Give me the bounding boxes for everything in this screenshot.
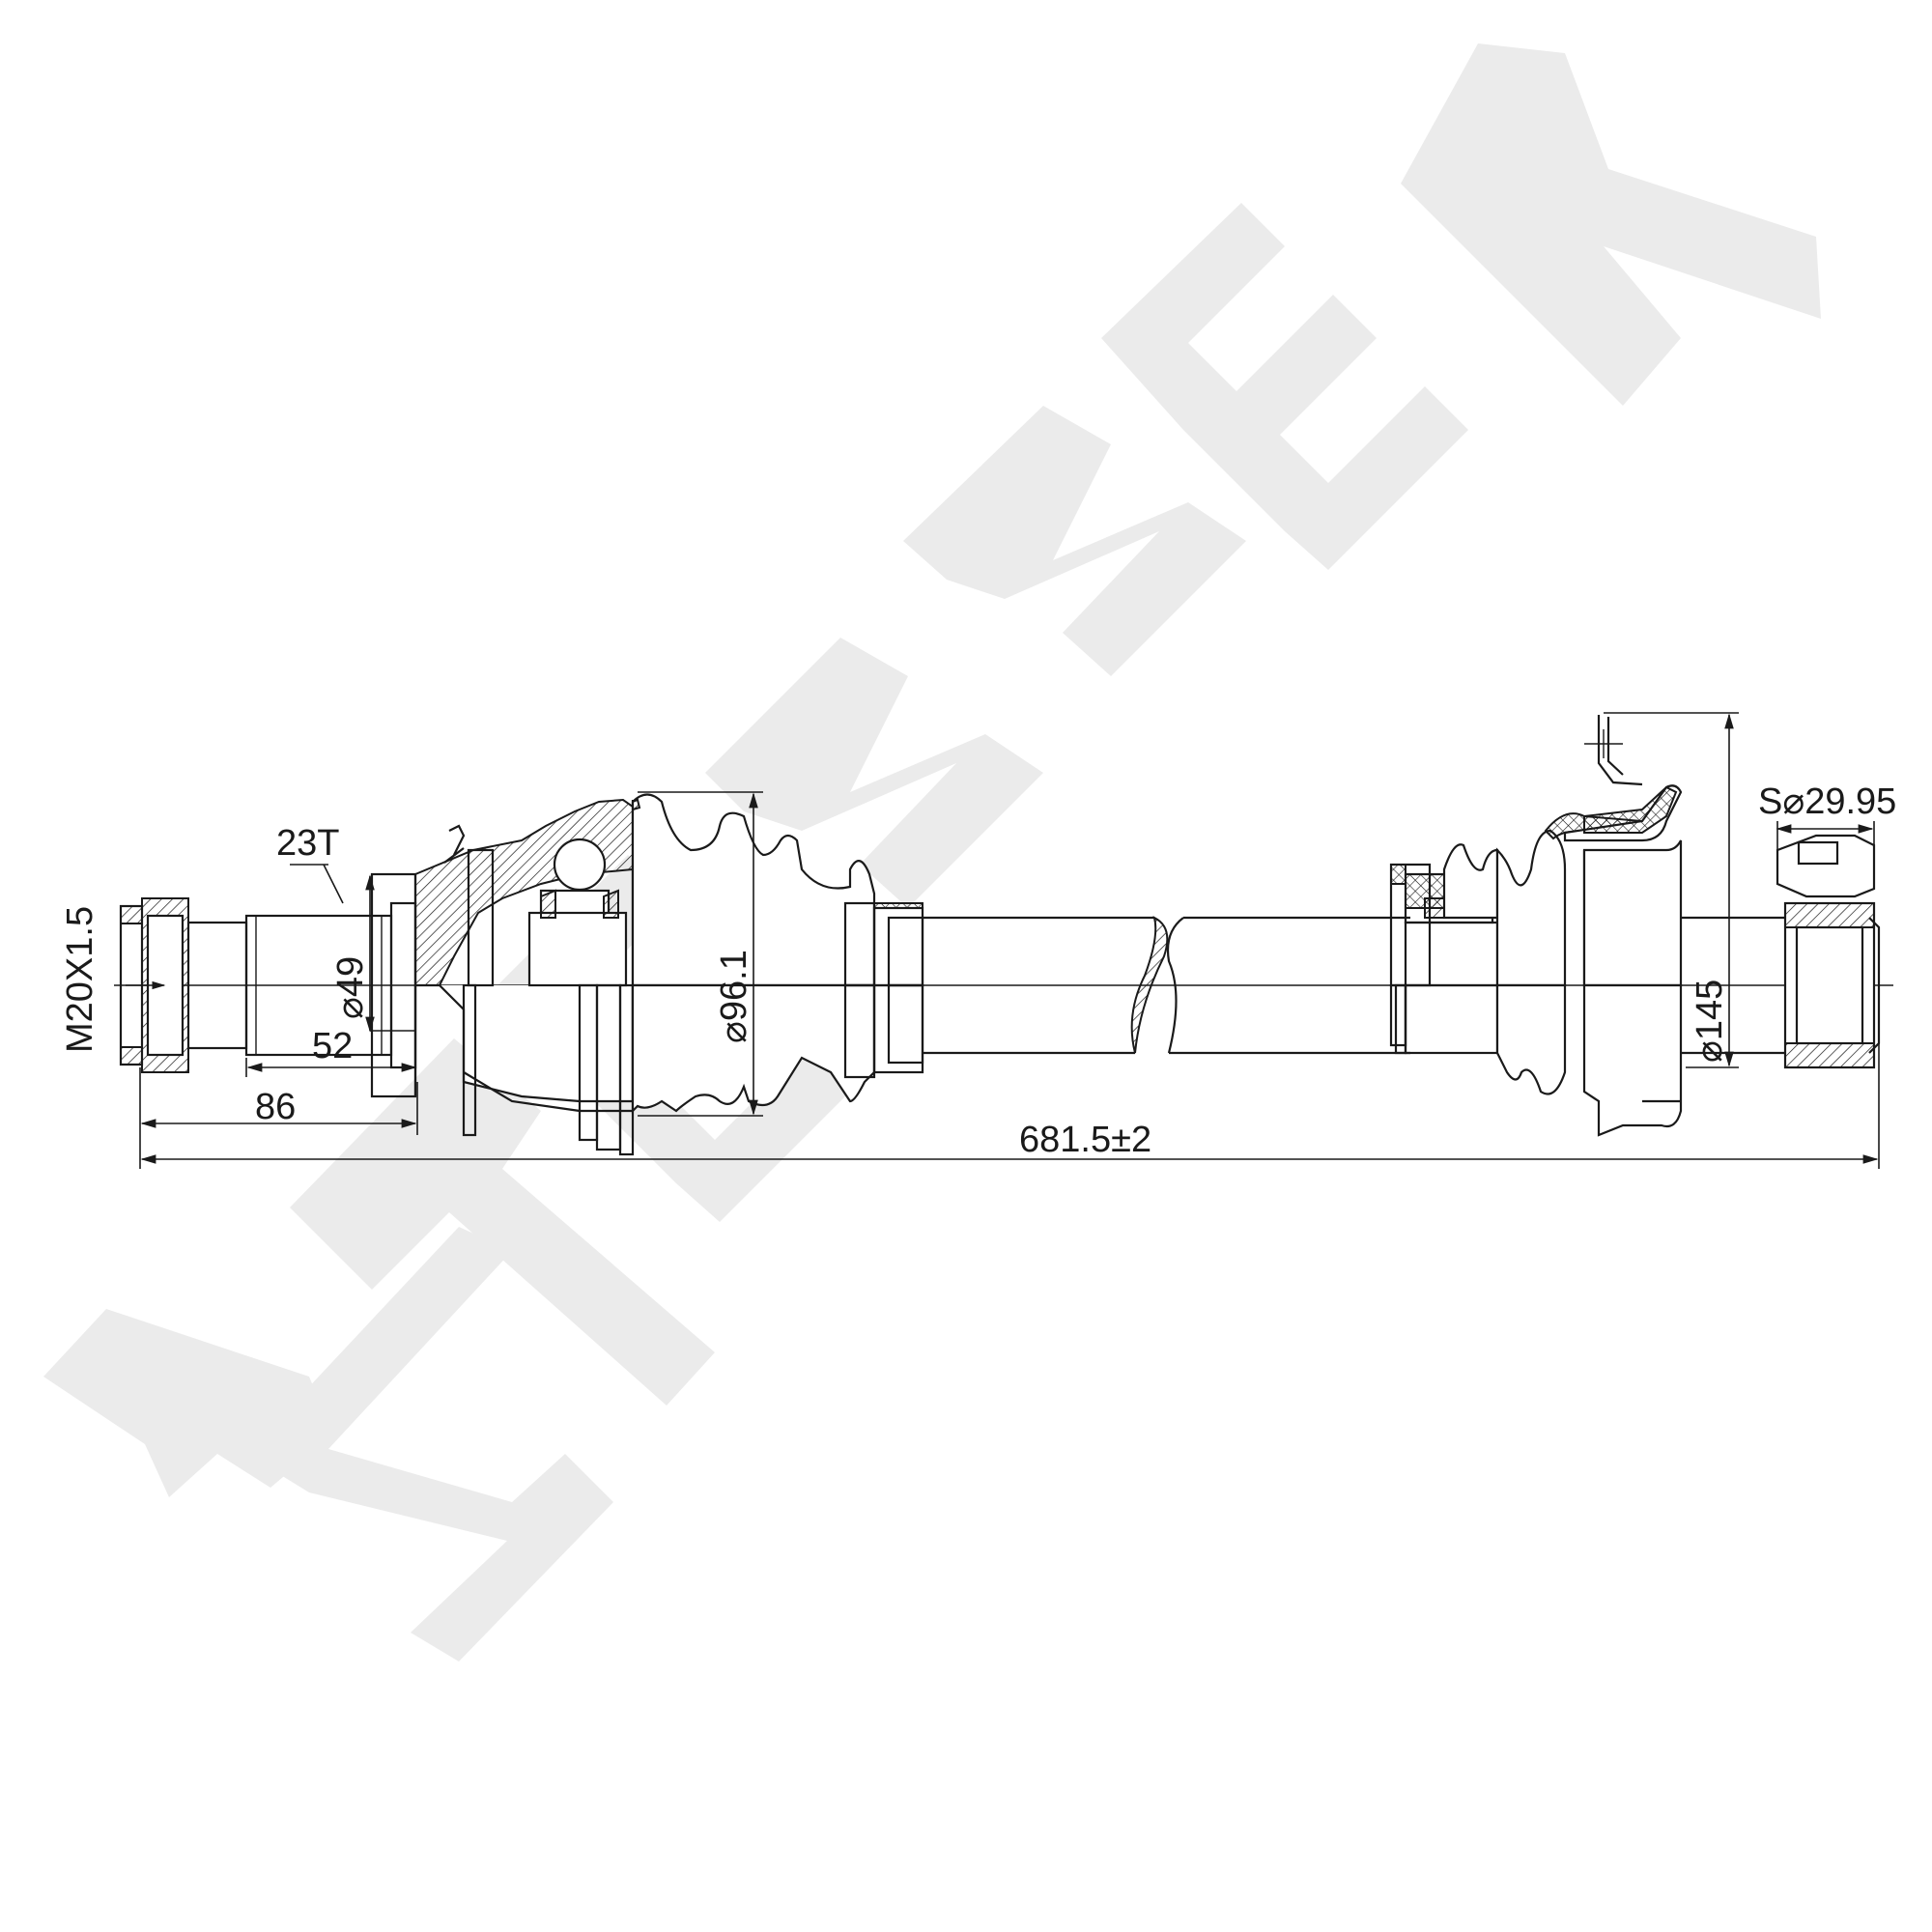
dim-tripod-diameter-label: ⌀145	[1690, 980, 1730, 1063]
dim-spline-length-label: 52	[312, 1026, 353, 1066]
outer-boot	[631, 793, 924, 1114]
inner-boot	[1495, 784, 1683, 1095]
dimension-lines	[139, 712, 1880, 1169]
shaft	[923, 916, 1410, 1055]
dim-spline-label: 23T	[276, 823, 339, 864]
dim-seal-diameter-label: ⌀49	[330, 956, 371, 1019]
dim-outer-length-label: 86	[255, 1087, 296, 1127]
inner-cv-joint	[1389, 843, 1499, 1055]
dim-boot-diameter-label: ⌀96.1	[714, 950, 754, 1043]
tripod-housing	[1582, 715, 1835, 1137]
outer-cv-joint	[414, 798, 635, 1156]
dim-overall-length-label: 681.5±2	[1019, 1120, 1151, 1160]
left-nut	[119, 897, 189, 1073]
dim-thread-label: M20X1.5	[60, 906, 100, 1053]
right-stub	[1776, 834, 1881, 1069]
dim-stub-spec-label: S⌀29.95	[1758, 781, 1896, 822]
